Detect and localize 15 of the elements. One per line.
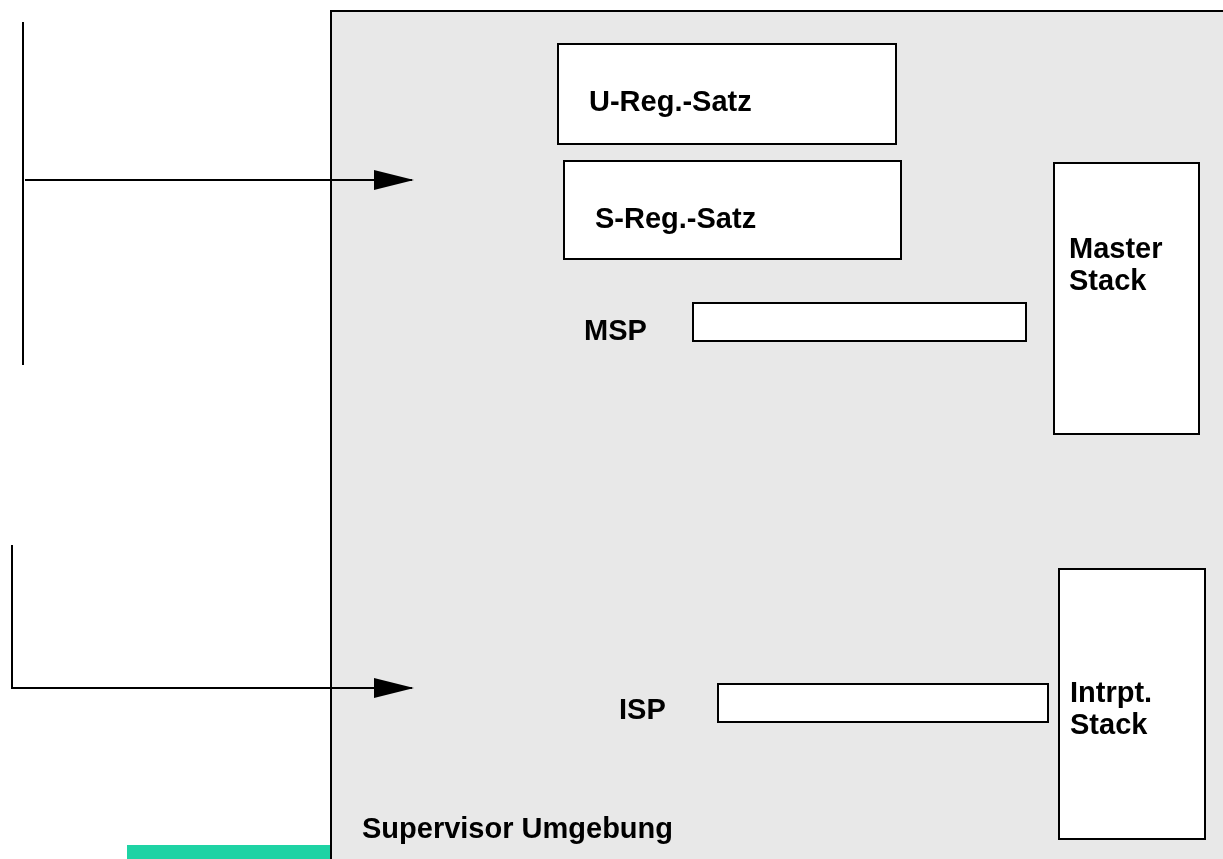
- box-label: Master Stack: [1069, 232, 1164, 297]
- arrow: [24, 170, 414, 190]
- arrow: [11, 544, 414, 698]
- process-box: [563, 160, 902, 260]
- bus-line: [22, 22, 24, 365]
- box-label: U-Reg.-Satz: [589, 85, 752, 118]
- environment-panel: [330, 10, 1223, 859]
- register-label: ISP: [619, 693, 666, 726]
- box-label: S-Reg.-Satz: [595, 202, 757, 235]
- box-label: Supervisor Umgebung: [362, 811, 673, 844]
- process-box: [557, 43, 897, 145]
- box-label: Intrpt. Stack: [1070, 676, 1154, 741]
- register-label: MSP: [584, 314, 647, 347]
- process-box: [1058, 568, 1206, 840]
- process-box: [1053, 162, 1200, 435]
